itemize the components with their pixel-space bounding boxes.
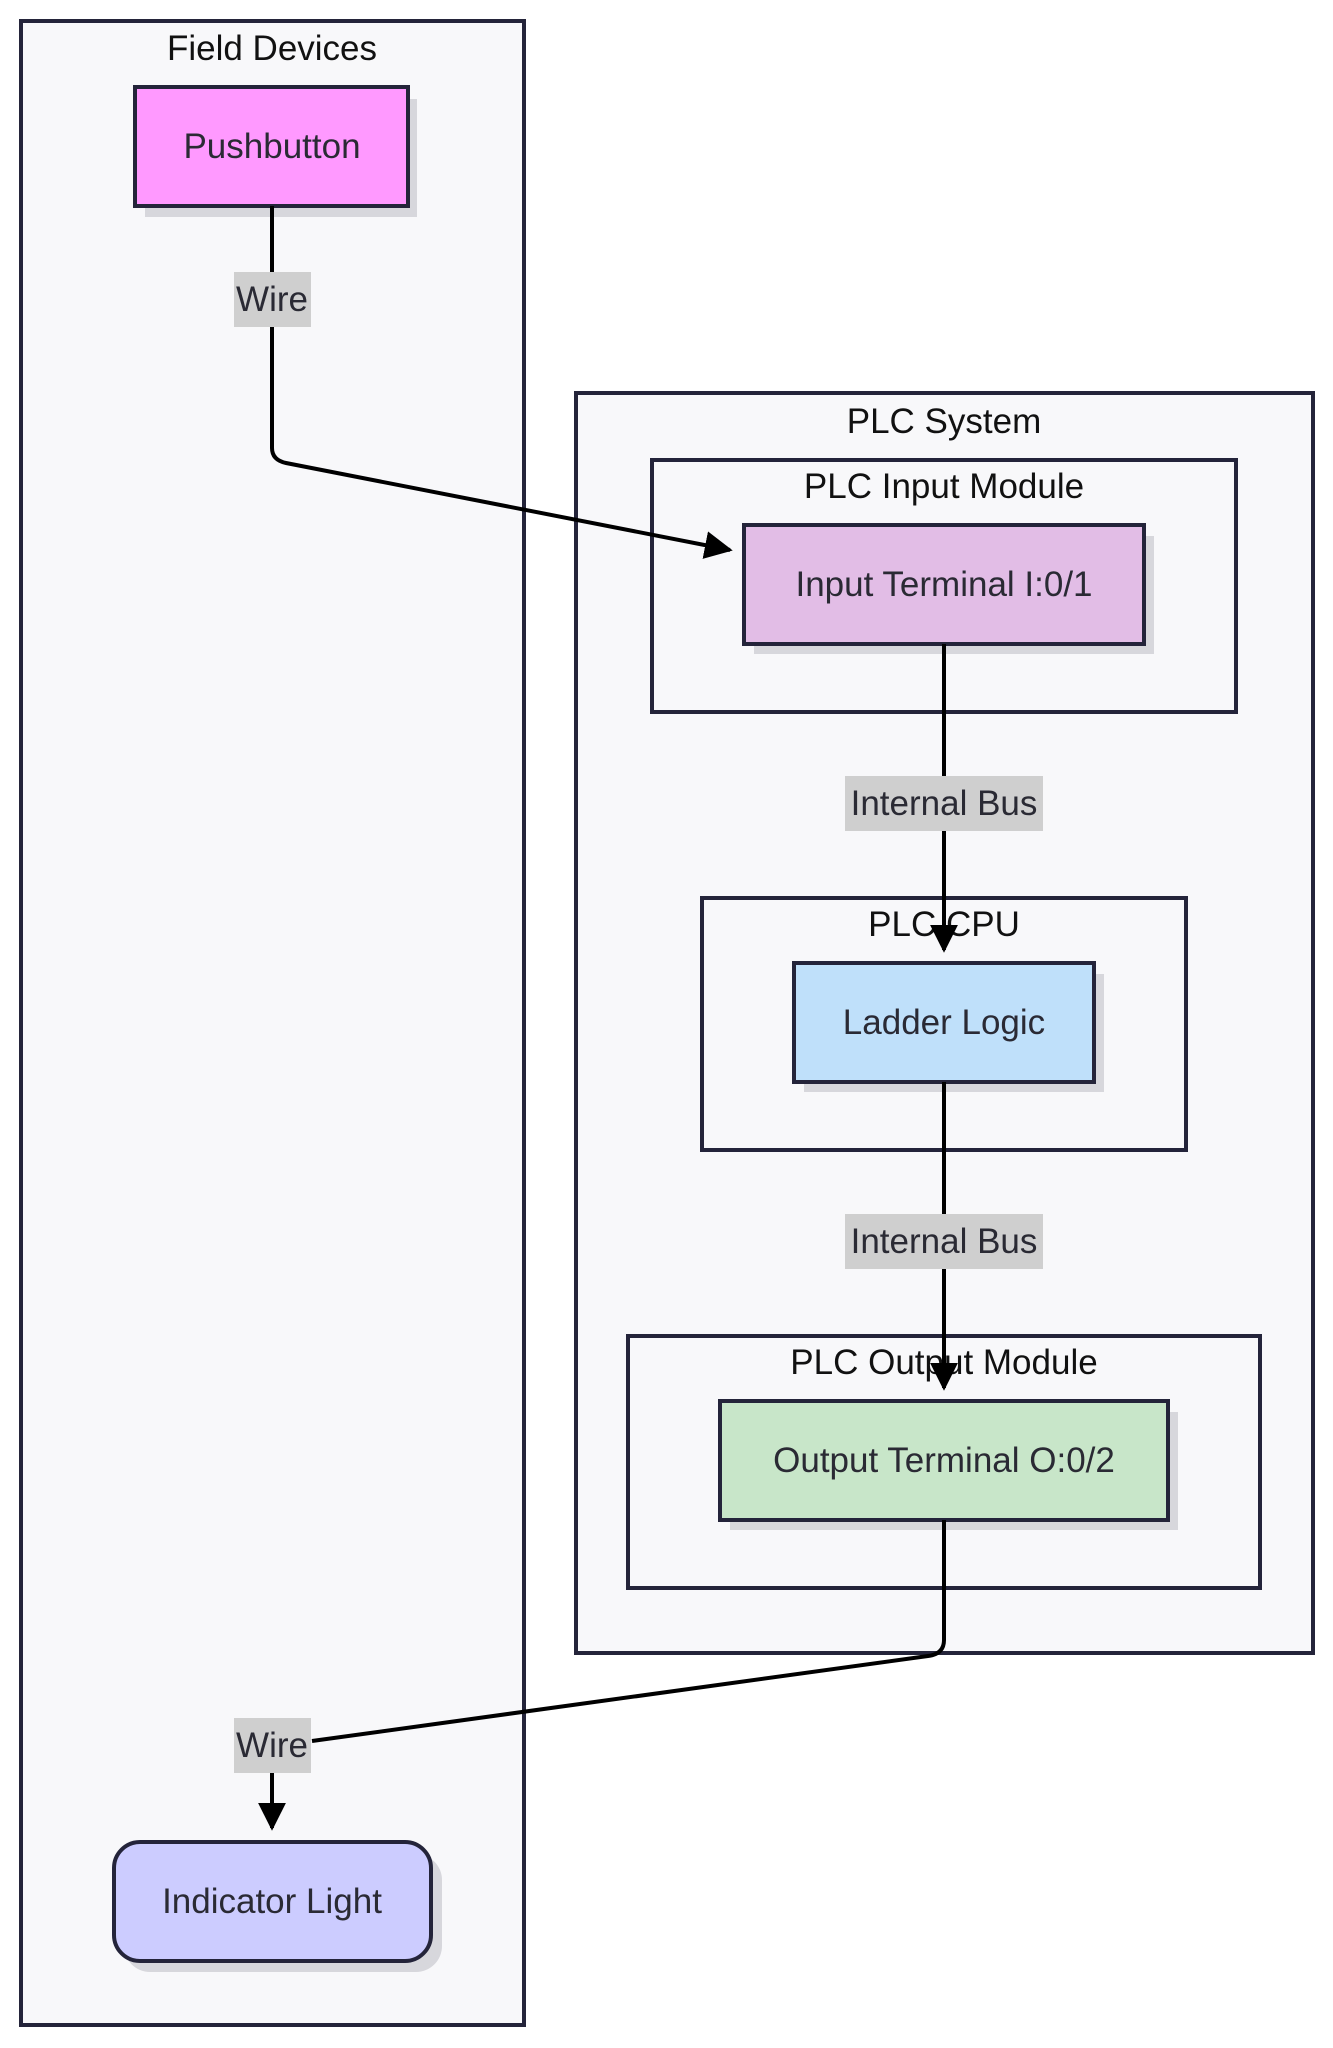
- wire-in-edge: [270, 206, 733, 559]
- pushbutton-label: Pushbutton: [183, 127, 360, 166]
- bus-1-label-group: Internal Bus: [845, 776, 1043, 831]
- field-devices-title: Field Devices: [167, 29, 377, 68]
- wire-in-label: Wire: [236, 280, 308, 319]
- output-terminal-node: Output Terminal O:0/2: [718, 1399, 1178, 1530]
- input-terminal-box: [742, 523, 1146, 646]
- ladder-logic-label: Ladder Logic: [843, 1003, 1045, 1042]
- indicator-light-box: [112, 1840, 433, 1963]
- ladder-logic-box: [792, 961, 1096, 1084]
- plc-system-title: PLC System: [847, 402, 1042, 441]
- input-terminal-node: Input Terminal I:0/1: [742, 523, 1154, 654]
- pushbutton-box: [133, 85, 410, 208]
- pushbutton-node: Pushbutton: [133, 85, 417, 217]
- output-terminal-box: [718, 1399, 1170, 1522]
- indicator-light-label: Indicator Light: [162, 1882, 382, 1921]
- bus-2-label-group: Internal Bus: [845, 1214, 1043, 1269]
- input-terminal-label: Input Terminal I:0/1: [795, 565, 1092, 604]
- plc-input-module-title: PLC Input Module: [804, 467, 1084, 506]
- wire-out-label-group: Wire: [234, 1718, 311, 1773]
- bus-1-label: Internal Bus: [851, 784, 1038, 823]
- output-terminal-label: Output Terminal O:0/2: [773, 1441, 1115, 1480]
- indicator-light-node: Indicator Light: [112, 1840, 442, 1972]
- ladder-logic-node: Ladder Logic: [792, 961, 1104, 1092]
- bus-2-label: Internal Bus: [851, 1222, 1038, 1261]
- wire-out-edge: [311, 1520, 946, 1743]
- wire-out-label: Wire: [236, 1726, 308, 1765]
- wire-in-label-group: Wire: [234, 272, 311, 327]
